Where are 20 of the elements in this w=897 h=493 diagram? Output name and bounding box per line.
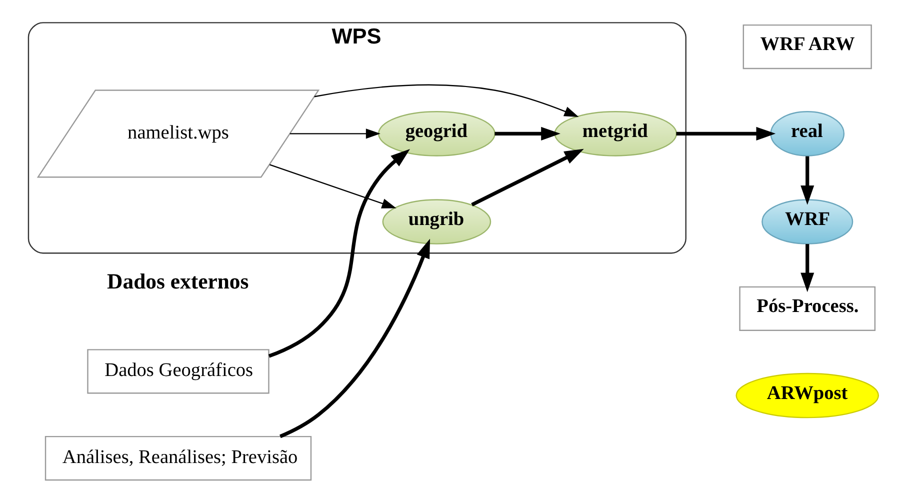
arrow <box>800 244 814 292</box>
arrow <box>280 238 430 438</box>
arrow <box>270 164 396 208</box>
node-box: Dados Geográficos <box>87 349 270 394</box>
node-box: WRF ARW <box>742 24 872 70</box>
node-ellipse: ARWpost <box>736 372 879 418</box>
node-box: Análises, Reanálises; Previsão <box>44 436 312 481</box>
arrow <box>314 84 579 117</box>
arrow <box>800 156 814 205</box>
label: Dados externos <box>107 270 249 294</box>
arrow <box>471 148 584 206</box>
arrow <box>494 126 560 140</box>
node-ellipse: WRF <box>762 199 854 244</box>
node-ellipse: real <box>770 111 845 156</box>
node-box: Pós-Process. <box>739 286 876 331</box>
arrow <box>676 126 776 140</box>
arrow <box>290 128 380 139</box>
arrow <box>268 149 410 358</box>
node-ellipse: metgrid <box>554 111 678 156</box>
node-ellipse: geogrid <box>378 111 496 156</box>
